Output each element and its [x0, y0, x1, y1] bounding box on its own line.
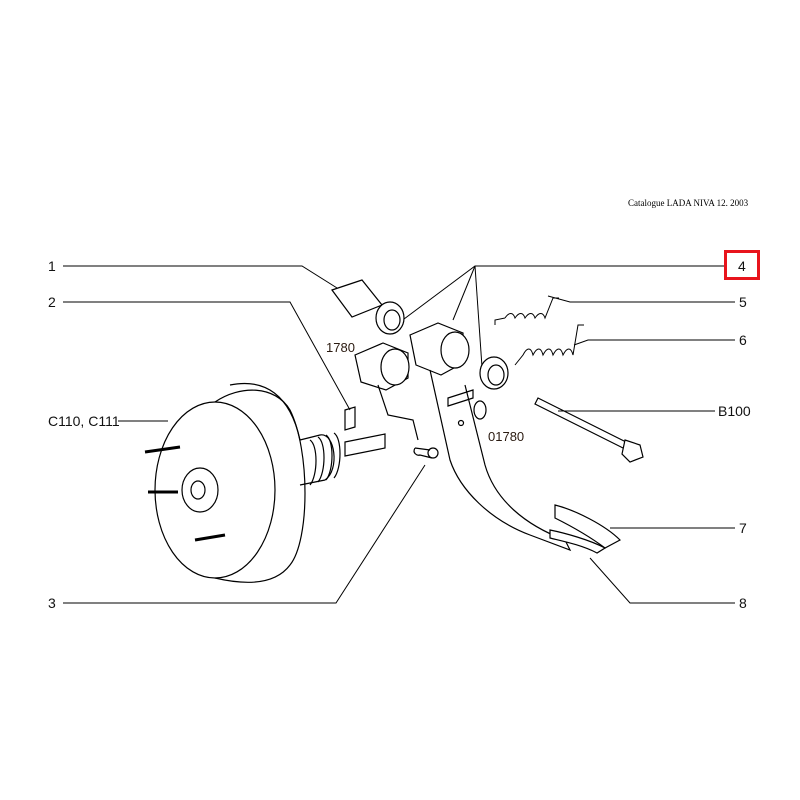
- ref-1780: 1780: [326, 340, 355, 355]
- callout-bolt[interactable]: B100: [718, 403, 751, 419]
- callout-5[interactable]: 5: [739, 294, 747, 310]
- leader-lines: [63, 265, 735, 604]
- catalogue-header: Catalogue LADA NIVA 12. 2003: [628, 198, 749, 208]
- callout-3[interactable]: 3: [48, 595, 56, 611]
- callout-4[interactable]: 4: [738, 258, 746, 274]
- highlight-box: [724, 250, 760, 280]
- brake-booster: [144, 382, 439, 583]
- callout-6[interactable]: 6: [739, 332, 747, 348]
- bolt-b100: [534, 397, 644, 463]
- callout-booster[interactable]: C110, C111: [48, 413, 120, 429]
- springs: [494, 297, 584, 366]
- callout-1[interactable]: 1: [48, 258, 56, 274]
- callout-7[interactable]: 7: [739, 520, 747, 536]
- callout-2[interactable]: 2: [48, 294, 56, 310]
- pedal-pad: [549, 504, 621, 554]
- bushings: [331, 279, 509, 390]
- callout-8[interactable]: 8: [739, 595, 747, 611]
- ref-01780: 01780: [488, 429, 525, 444]
- pedal-assembly: [354, 322, 572, 552]
